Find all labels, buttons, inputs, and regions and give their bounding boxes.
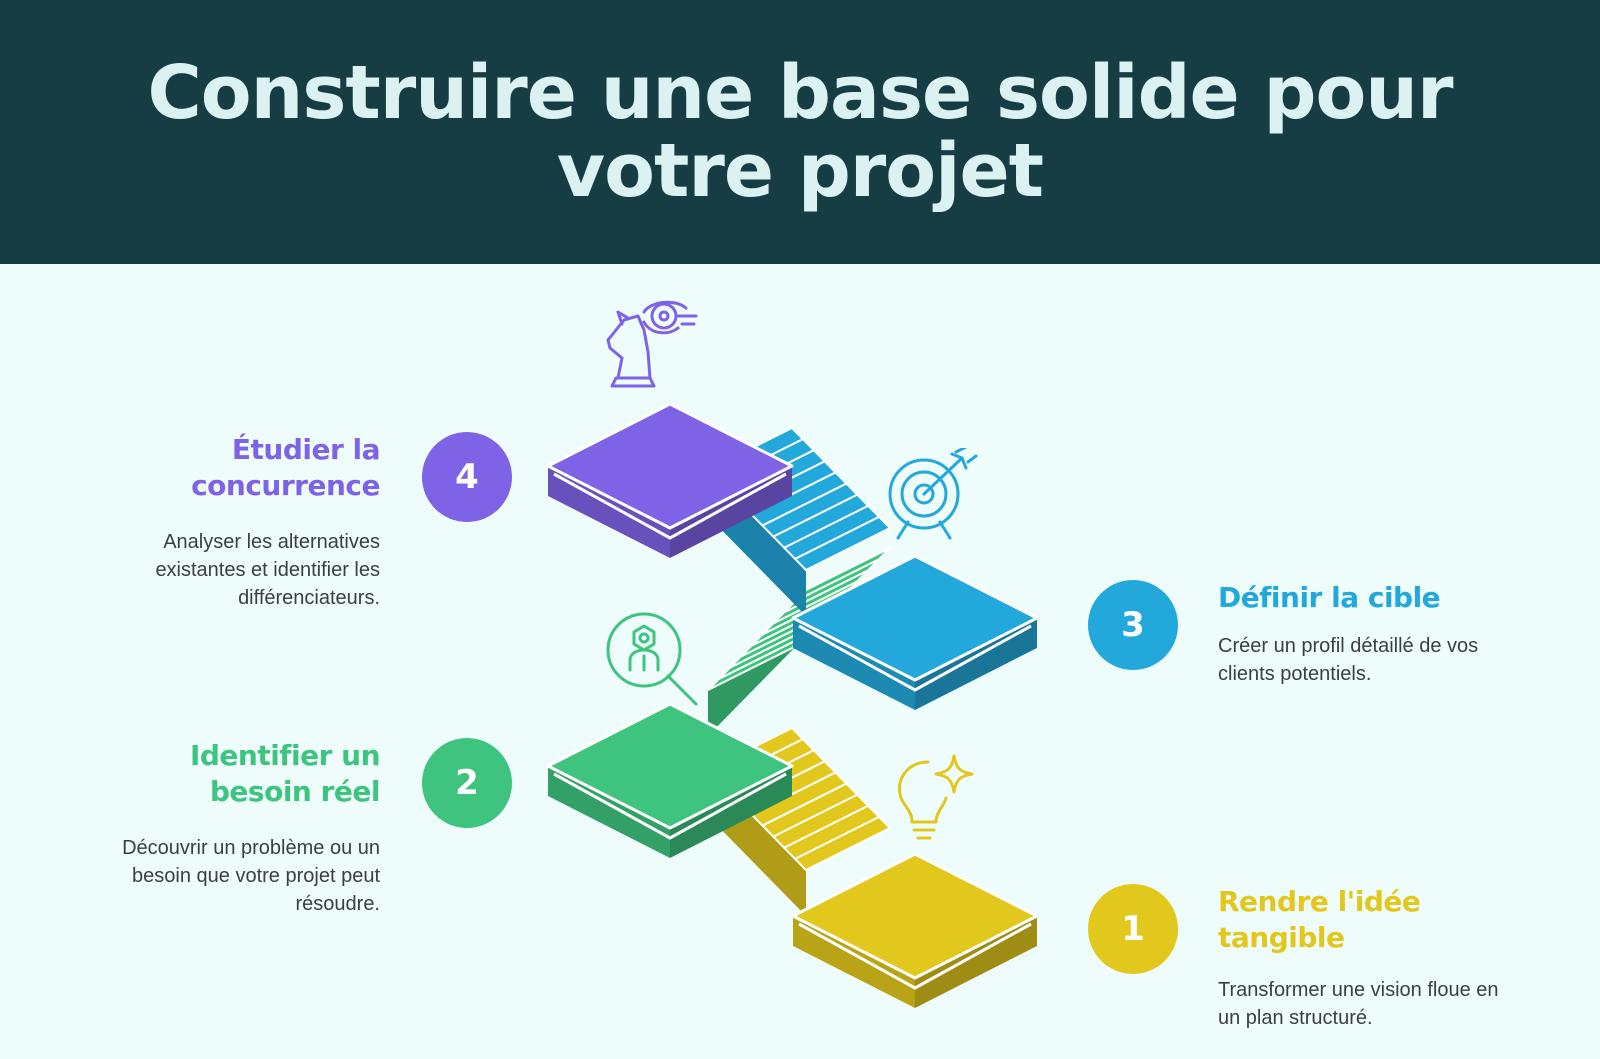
page-title: Construire une base solide pour votre pr… xyxy=(147,50,1454,214)
platform-4 xyxy=(546,402,794,558)
header-banner: Construire une base solide pour votre pr… xyxy=(0,0,1600,264)
staircase-diagram xyxy=(546,402,1039,1008)
step-3-title: Définir la cible xyxy=(1218,581,1441,614)
step-4-title: Étudier la concurrence xyxy=(191,433,380,502)
magnifier-user-icon xyxy=(606,612,698,706)
step-2-title: Identifier un besoin réel xyxy=(189,739,381,808)
step-1-title: Rendre l'idée tangible xyxy=(1218,885,1421,954)
step-2-description: Découvrir un problème ou un besoin que v… xyxy=(122,837,380,915)
step-3-description: Créer un profil détaillé de vos clients … xyxy=(1218,635,1479,685)
step-1-description: Transformer une vision floue en un plan … xyxy=(1218,979,1499,1029)
step-2-badge: 2 xyxy=(422,738,512,828)
platform-1 xyxy=(791,852,1039,1008)
step-4-description: Analyser les alternatives existantes et … xyxy=(155,531,380,609)
lightbulb-sparkle-icon xyxy=(898,754,974,840)
platform-3 xyxy=(791,554,1039,710)
chess-knight-eye-icon xyxy=(606,300,698,388)
step-4-badge: 4 xyxy=(422,432,512,522)
platform-2 xyxy=(546,702,794,858)
target-arrow-icon xyxy=(888,448,978,540)
step-1-badge: 1 xyxy=(1088,884,1178,974)
step-3-badge: 3 xyxy=(1088,580,1178,670)
